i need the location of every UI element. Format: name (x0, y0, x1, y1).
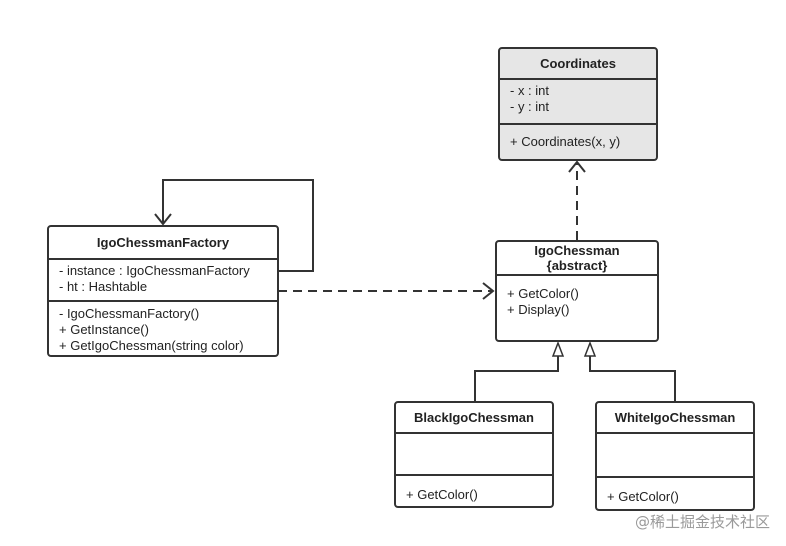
attributes-section (396, 432, 552, 474)
method: - IgoChessmanFactory() (59, 306, 200, 321)
black-generalization-triangle (551, 340, 565, 357)
attribute: - y : int (510, 99, 550, 114)
coordinates-class: Coordinates - x : int - y : int + Coordi… (498, 47, 658, 161)
attributes-section: - instance : IgoChessmanFactory - ht : H… (49, 258, 277, 300)
method: + Display() (507, 302, 570, 317)
black-generalization-line (474, 356, 559, 401)
methods-section: + GetColor() (597, 476, 753, 505)
factory-self-association-arrowhead (154, 213, 172, 226)
method: + GetColor() (607, 489, 679, 504)
attributes-section: - x : int - y : int (500, 78, 656, 123)
methods-section: + GetColor() + Display() (497, 274, 657, 318)
class-name: Coordinates (540, 56, 616, 71)
white-igo-chessman-class: WhiteIgoChessman + GetColor() (595, 401, 755, 511)
methods-section: + GetColor() (396, 474, 552, 503)
class-name: IgoChessmanFactory (96, 235, 230, 250)
methods-section: - IgoChessmanFactory() + GetInstance() +… (49, 300, 277, 354)
method: + GetIgoChessman(string color) (59, 338, 244, 353)
igo-chessman-class: IgoChessman {abstract} + GetColor() + Di… (495, 240, 659, 342)
igo-chessman-factory-class: IgoChessmanFactory - instance : IgoChess… (47, 225, 279, 357)
class-stereotype: {abstract} (546, 258, 608, 273)
methods-section: + Coordinates(x, y) (500, 123, 656, 150)
method: + GetInstance() (59, 322, 149, 337)
method: + Coordinates(x, y) (510, 134, 621, 149)
method: + GetColor() (507, 286, 579, 301)
class-name: WhiteIgoChessman (614, 410, 736, 425)
watermark-text: @稀土掘金技术社区 (634, 513, 770, 531)
attributes-section (597, 432, 753, 476)
white-generalization-line (589, 356, 676, 401)
factory-to-chessman-arrowhead (482, 282, 495, 300)
attribute: - x : int (510, 83, 550, 98)
chessman-to-coordinates-arrowhead (568, 160, 586, 173)
white-generalization-triangle (583, 340, 597, 357)
class-name: IgoChessman (534, 243, 620, 258)
black-igo-chessman-class: BlackIgoChessman + GetColor() (394, 401, 554, 508)
attribute: - ht : Hashtable (59, 279, 148, 294)
factory-self-association (162, 179, 314, 272)
class-header: IgoChessman {abstract} (497, 242, 657, 274)
method: + GetColor() (406, 487, 478, 502)
class-name: BlackIgoChessman (414, 410, 534, 425)
attribute: - instance : IgoChessmanFactory (59, 263, 250, 278)
